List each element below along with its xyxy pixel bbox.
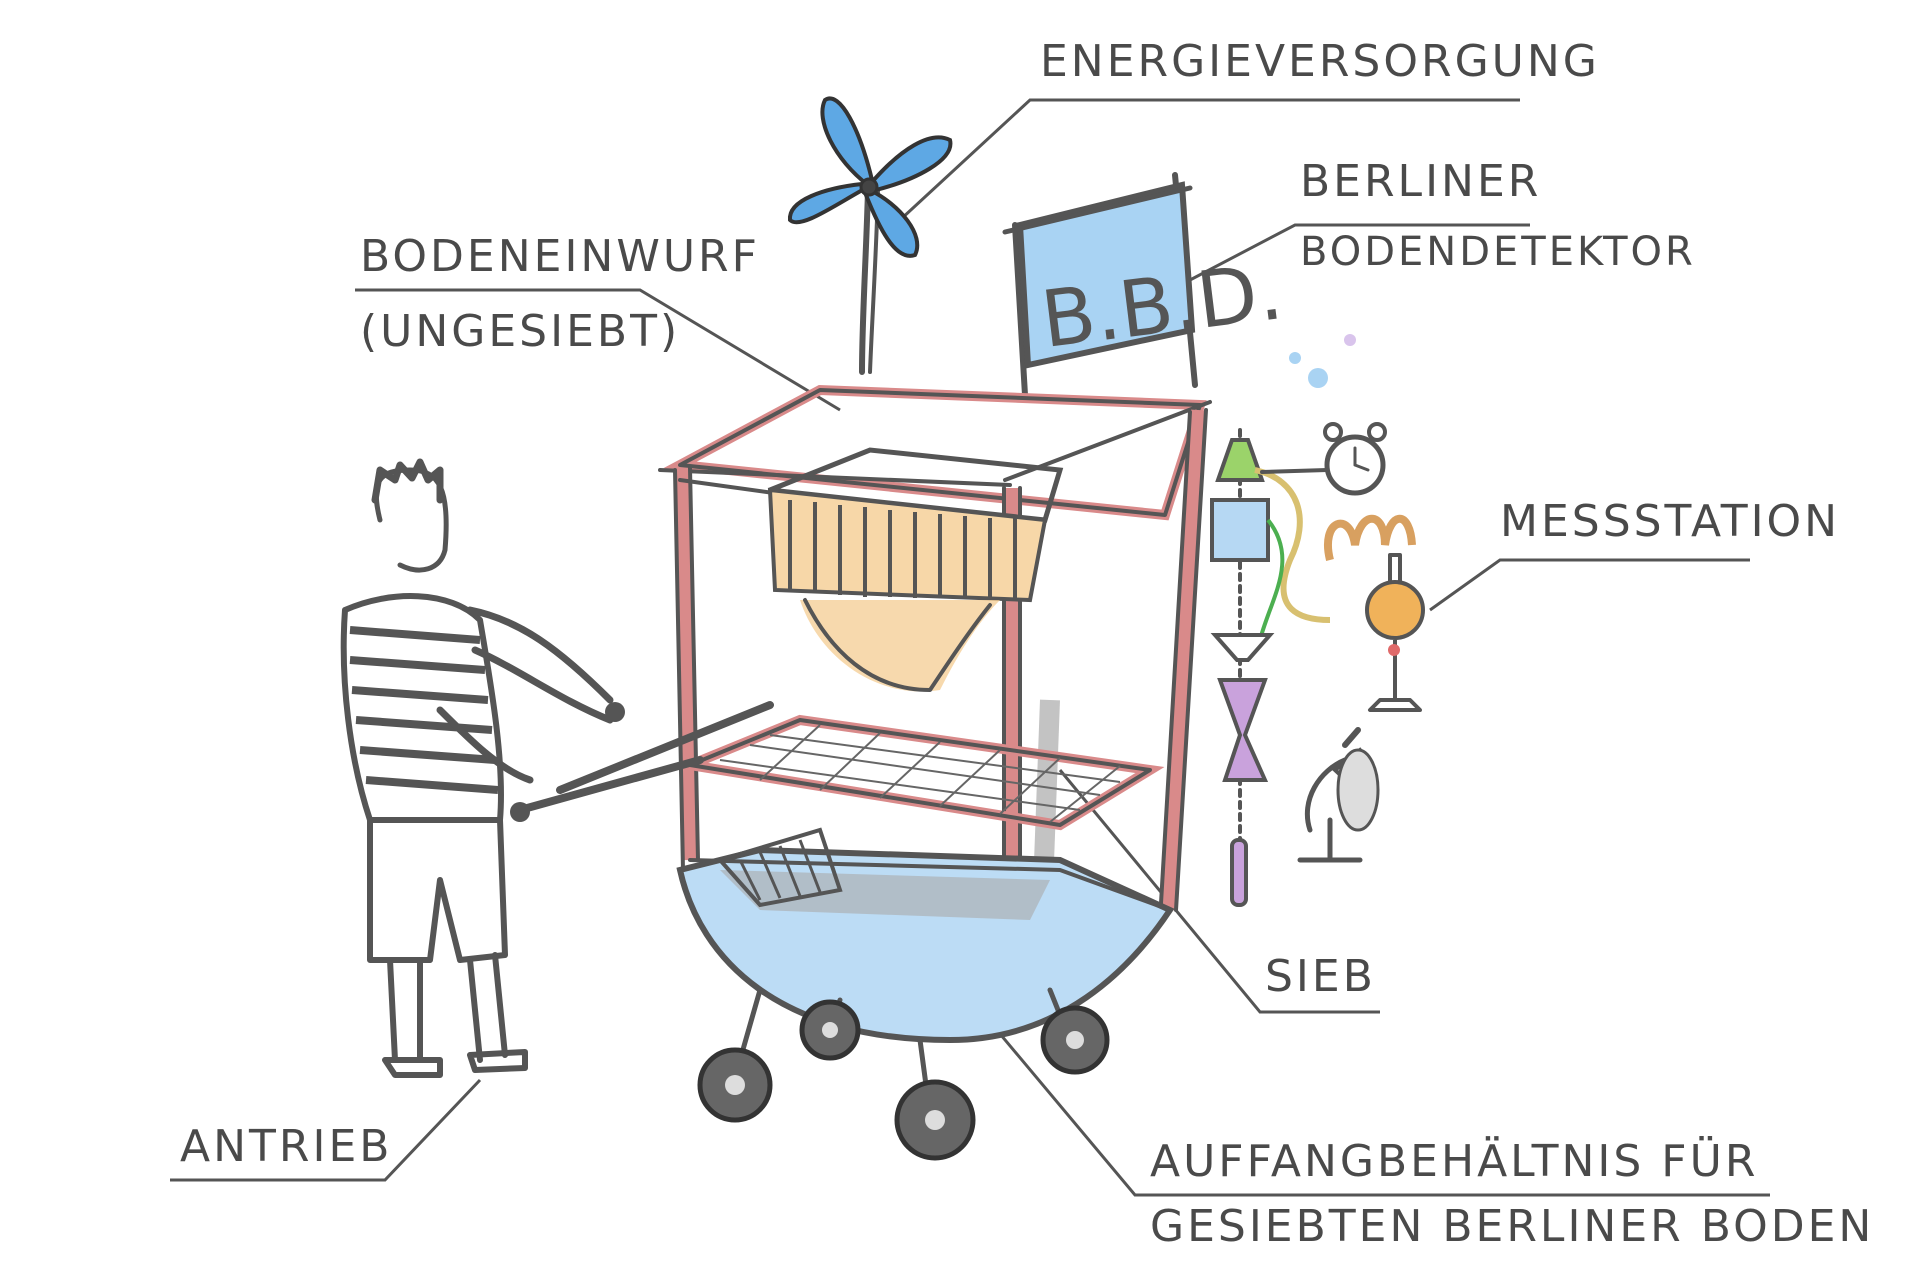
green-flask xyxy=(1215,438,1265,482)
label-sieved-berlin-soil: gesiebten Berliner Boden xyxy=(1150,1201,1875,1252)
bbd-sign: B.B.D. xyxy=(1002,172,1287,398)
label-soil-input: Bodeneinwurf xyxy=(360,231,760,282)
leader-drive xyxy=(170,1078,482,1182)
label-measuring-station: Messstation xyxy=(1500,496,1841,547)
hopper xyxy=(767,447,1064,692)
leader-energy xyxy=(898,98,1520,222)
label-soil-input-unsieved: (ungesiebt) xyxy=(360,306,681,357)
wheels xyxy=(697,987,1110,1161)
leader-measuring xyxy=(1429,558,1750,612)
windmill-blades xyxy=(788,96,953,258)
label-soil-detector: Bodendetektor xyxy=(1300,229,1696,275)
leader-soil-input xyxy=(355,288,841,412)
microscope xyxy=(1297,727,1380,863)
leader-lines xyxy=(170,98,1770,1197)
sieve-mesh xyxy=(719,724,1121,823)
person-pushing-cart xyxy=(340,458,625,1078)
round-flask xyxy=(1365,580,1425,640)
measuring-station xyxy=(1210,334,1425,907)
beaker xyxy=(1210,498,1270,562)
top-frame xyxy=(663,384,1207,521)
collection-tub xyxy=(676,827,1175,1044)
label-sieve: Sieb xyxy=(1265,951,1376,1002)
windmill xyxy=(788,96,953,375)
label-energy-supply: Energieversorgung xyxy=(1040,36,1600,87)
label-drive: Antrieb xyxy=(180,1121,393,1172)
leader-berliner xyxy=(1189,223,1530,282)
funnel xyxy=(1210,633,1275,662)
leader-container xyxy=(978,1009,1770,1197)
push-handles xyxy=(510,701,774,822)
cart-frame xyxy=(658,384,1212,972)
label-berliner: Berliner xyxy=(1300,156,1542,207)
leader-sieve xyxy=(1058,769,1380,1014)
test-tube xyxy=(1230,838,1248,907)
label-collection-container: Auffangbehältnis für xyxy=(1150,1136,1759,1187)
